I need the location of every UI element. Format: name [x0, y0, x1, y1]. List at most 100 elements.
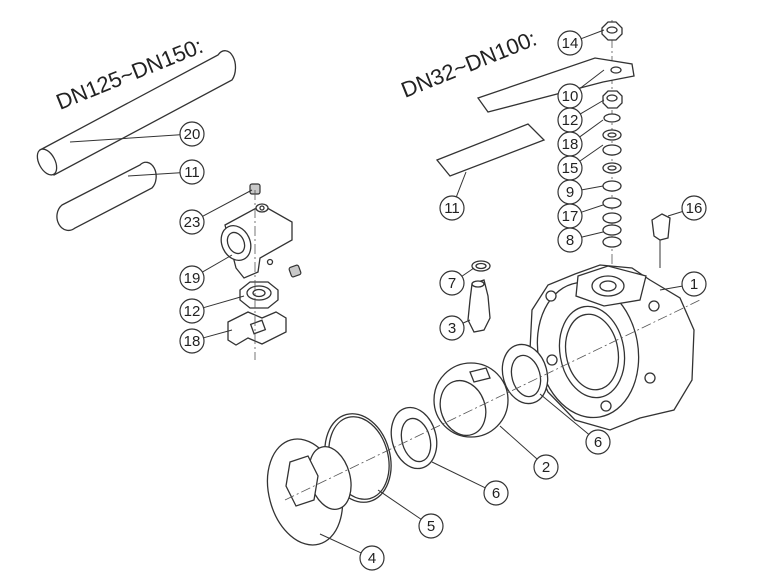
callout-number: 6 [492, 485, 500, 502]
callout-number: 11 [184, 164, 200, 181]
callout-number: 17 [562, 208, 579, 225]
callout-c16: 16 [667, 195, 707, 221]
callout-circle [681, 271, 707, 297]
callout-leader [377, 489, 422, 520]
callout-leader [127, 172, 181, 177]
callout-circle [681, 195, 707, 221]
callout-c12a: 12 [179, 295, 245, 324]
callout-c23: 23 [179, 189, 253, 235]
handle-lever-10 [476, 57, 635, 113]
nut-12-large [239, 281, 279, 309]
callout-c11a: 11 [127, 159, 205, 185]
callout-circle [418, 513, 444, 539]
callout-leader [581, 29, 605, 40]
callout-leader [202, 254, 233, 273]
seat-6-left [390, 406, 438, 470]
seat-6-right [501, 343, 549, 405]
stem-3 [467, 279, 491, 333]
handle-tube-20 [36, 50, 237, 176]
valve-body-1 [529, 264, 695, 431]
callout-c6a: 6 [539, 393, 611, 455]
callout-number: 4 [368, 550, 376, 567]
callout-number: 8 [566, 232, 574, 249]
callout-c18b: 18 [557, 119, 604, 157]
callout-circle [179, 298, 205, 324]
ball-2 [433, 362, 509, 438]
callout-leader [581, 204, 604, 213]
callout-leader [581, 185, 604, 191]
callout-number: 1 [690, 276, 698, 293]
callout-leader [203, 329, 233, 339]
callout-c9: 9 [557, 179, 604, 205]
callout-c8: 8 [557, 227, 604, 253]
nut-12-small [602, 90, 623, 109]
callout-c14: 14 [557, 29, 605, 56]
callout-circle [585, 429, 611, 455]
callout-leader [202, 189, 253, 217]
callout-number: 12 [562, 112, 579, 129]
callout-c17: 17 [557, 203, 604, 229]
callout-leader [659, 285, 683, 291]
callout-number: 3 [448, 320, 456, 337]
callout-c4: 4 [319, 533, 385, 571]
callout-number: 16 [686, 200, 703, 217]
callout-leader [579, 144, 604, 162]
callout-number: 11 [444, 200, 460, 217]
callout-circle [557, 227, 583, 253]
handle-grip-11-small [435, 123, 546, 177]
callout-number: 5 [427, 518, 435, 535]
callout-leader [461, 267, 475, 277]
handle-adapter-19 [220, 203, 293, 279]
callout-leader [69, 134, 181, 143]
gland-ring-7 [471, 260, 491, 272]
callout-number: 20 [184, 126, 201, 143]
callout-c6b: 6 [431, 461, 509, 506]
callout-c20: 20 [69, 121, 205, 147]
handle-grip-11-large [56, 161, 157, 232]
callout-circle [557, 30, 583, 56]
callout-circle [439, 315, 465, 341]
callout-c18a: 18 [179, 328, 233, 354]
callout-leader [455, 171, 467, 197]
callout-c7: 7 [439, 267, 475, 296]
stop-pin-16 [651, 213, 671, 268]
callout-number: 2 [542, 459, 550, 476]
callout-number: 18 [184, 333, 201, 350]
callout-circle [179, 209, 205, 235]
callout-circle [359, 545, 385, 571]
callout-number: 7 [448, 275, 456, 292]
callout-leader [431, 461, 486, 489]
callout-leader [499, 425, 538, 460]
callout-number: 15 [562, 160, 579, 177]
callout-number: 19 [184, 270, 201, 287]
callout-c5: 5 [377, 489, 444, 539]
callout-number: 23 [184, 214, 201, 231]
callout-circle [179, 121, 205, 147]
callout-number: 18 [562, 136, 579, 153]
callout-leader [462, 319, 471, 324]
callout-c3: 3 [439, 315, 471, 341]
callout-circle [179, 159, 205, 185]
callout-c2: 2 [499, 425, 559, 480]
callout-c19: 19 [179, 254, 233, 291]
lock-plate-18-large [227, 311, 287, 346]
callout-leader [667, 211, 683, 217]
callout-number: 6 [594, 434, 602, 451]
callout-circle [439, 270, 465, 296]
callout-leader [580, 99, 605, 115]
callout-number: 14 [562, 35, 579, 52]
callout-number: 10 [562, 88, 579, 105]
callout-c1: 1 [659, 271, 707, 297]
callout-number: 9 [566, 184, 574, 201]
callout-leader [579, 69, 605, 90]
callout-c10: 10 [557, 69, 605, 109]
callout-circle [179, 265, 205, 291]
callout-circle [179, 328, 205, 354]
callout-number: 12 [184, 303, 201, 320]
callout-circle [439, 195, 465, 221]
callout-leader [539, 393, 590, 435]
callout-leader [203, 295, 245, 309]
callout-circle [483, 480, 509, 506]
